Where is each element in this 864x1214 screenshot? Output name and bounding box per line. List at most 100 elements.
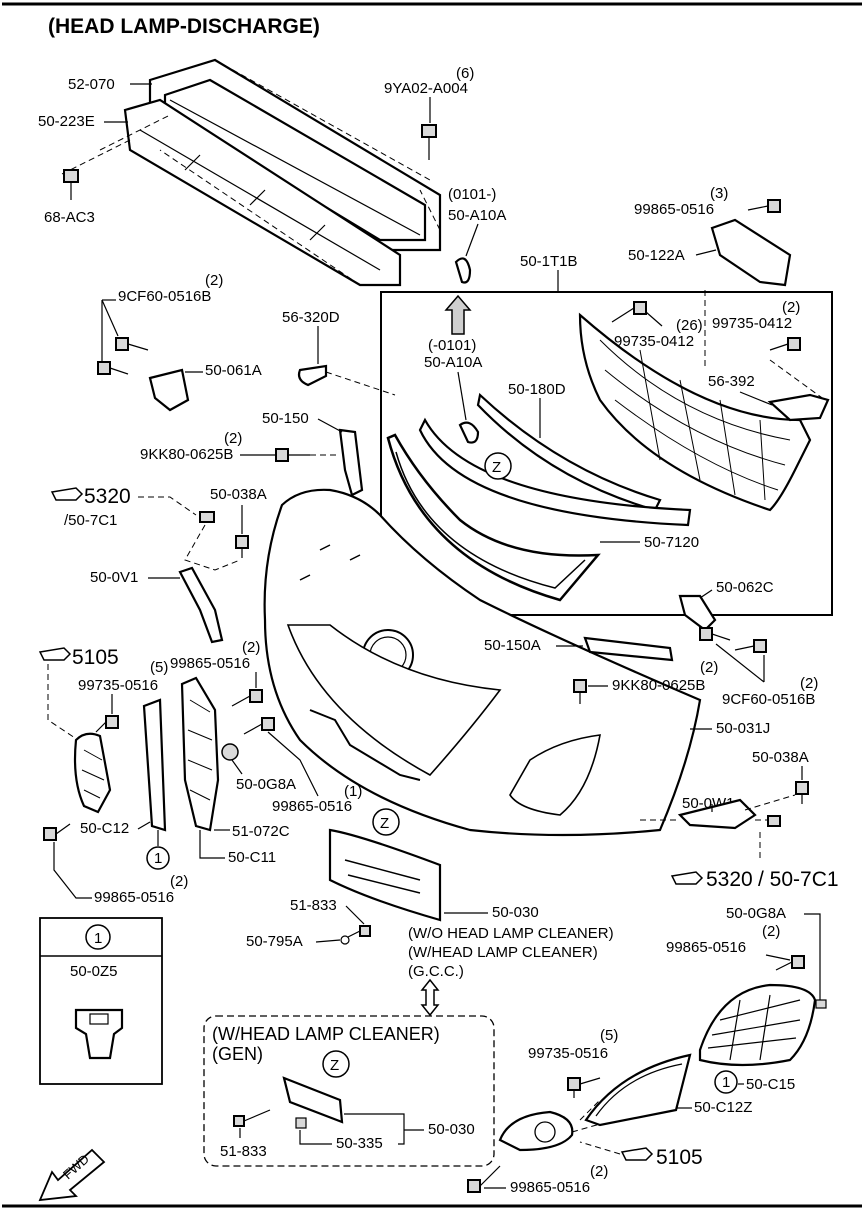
svg-text:1: 1 bbox=[154, 850, 162, 867]
legend-part-50-0z5: 50-0Z5 bbox=[70, 963, 118, 980]
label-9cf60-0516b-left: 9CF60-0516B bbox=[118, 288, 211, 305]
qty-9kk80-right: (2) bbox=[700, 659, 718, 676]
label-99735-0516-br: 99735-0516 bbox=[528, 1045, 608, 1062]
bolt-99865-top-icon bbox=[747, 199, 781, 213]
gen-box-title: (W/HEAD LAMP CLEANER) bbox=[212, 1024, 440, 1044]
molding-strip-left bbox=[142, 698, 167, 832]
svg-text:Z: Z bbox=[330, 1057, 339, 1074]
clip-68-ac3-icon bbox=[63, 169, 79, 200]
label-9cf60-0516b-right: 9CF60-0516B bbox=[722, 691, 815, 708]
label-50-c12: 50-C12 bbox=[80, 820, 129, 837]
screw-99735-br-icon bbox=[567, 1077, 581, 1098]
screw-9cf60-right-icon bbox=[699, 627, 767, 653]
front-bumper-fascia bbox=[263, 488, 702, 837]
bolt-99865-bottom-icon bbox=[467, 1165, 501, 1193]
screw-99735-2-icon bbox=[769, 337, 801, 351]
cap-50-a10a bbox=[454, 257, 472, 284]
bolt-99865-r-icon bbox=[775, 955, 805, 971]
ref-5105-right: 5105 bbox=[656, 1146, 703, 1169]
note-50-a10a-top: (0101-) bbox=[448, 186, 496, 203]
label-99865-0516-bottom: 99865-0516 bbox=[510, 1179, 590, 1196]
ref-50-7c1-right: / 50-7C1 bbox=[758, 868, 839, 891]
plate-bracket-gen bbox=[282, 1076, 344, 1124]
label-99735-0412-26: 99735-0412 bbox=[614, 333, 694, 350]
label-50-0v1: 50-0V1 bbox=[90, 569, 138, 586]
nut-50-795a-icon bbox=[340, 935, 350, 945]
bracket-50-122a bbox=[710, 218, 792, 287]
label-68-ac3: 68-AC3 bbox=[44, 209, 95, 226]
svg-text:Z: Z bbox=[380, 815, 389, 832]
ref-5320-right: 5320 bbox=[706, 868, 753, 891]
svg-text:1: 1 bbox=[722, 1074, 730, 1091]
bolt-99865-1-icon bbox=[243, 717, 275, 735]
svg-text:1: 1 bbox=[94, 930, 102, 947]
label-50-a10a-top: 50-A10A bbox=[448, 207, 506, 224]
label-50-335: 50-335 bbox=[336, 1135, 383, 1152]
double-arrow-icon bbox=[420, 978, 440, 1017]
bezel-frame-50-c12z bbox=[584, 1053, 692, 1127]
energy-absorber bbox=[123, 98, 402, 287]
qty-99865-bl: (2) bbox=[170, 873, 188, 890]
qty-9ya02: (6) bbox=[456, 65, 474, 82]
clip-50-0z5-icon bbox=[74, 1008, 124, 1060]
bracket-50-062c bbox=[678, 594, 717, 632]
qty-99865-top: (3) bbox=[710, 185, 728, 202]
bolt-99865-mid-icon bbox=[231, 689, 263, 707]
label-50-030-bottom: 50-030 bbox=[428, 1121, 475, 1138]
label-50-150: 50-150 bbox=[262, 410, 309, 427]
hand-pointer-5105-left-icon bbox=[38, 647, 72, 661]
label-99865-0516-bl: 99865-0516 bbox=[94, 889, 174, 906]
label-50-150a: 50-150A bbox=[484, 637, 541, 654]
label-50-180d: 50-180D bbox=[508, 381, 566, 398]
label-9kk80-0625b-left: 9KK80-0625B bbox=[140, 446, 233, 463]
label-56-392: 56-392 bbox=[708, 373, 755, 390]
z-marker-gen: Z bbox=[322, 1050, 350, 1078]
label-50-0g8a-left: 50-0G8A bbox=[236, 776, 296, 793]
qty-99735-2: (2) bbox=[782, 299, 800, 316]
label-99735-0412-2: 99735-0412 bbox=[712, 315, 792, 332]
label-51-072c: 51-072C bbox=[232, 823, 290, 840]
label-99735-0516-left: 99735-0516 bbox=[78, 677, 158, 694]
license-plate-bracket bbox=[328, 828, 442, 922]
hand-pointer-right-icon bbox=[670, 871, 704, 885]
label-9ya02-a004: 9YA02-A004 bbox=[384, 80, 468, 97]
label-50-223e: 50-223E bbox=[38, 113, 95, 130]
label-51-833-bottom: 51-833 bbox=[220, 1143, 267, 1160]
qty-99865-1: (1) bbox=[344, 783, 362, 800]
ref-5320-left: 5320 bbox=[84, 485, 131, 508]
screw-51-833-top-icon bbox=[347, 925, 371, 938]
ref-5105-left: 5105 bbox=[72, 646, 119, 669]
label-50-1t1b: 50-1T1B bbox=[520, 253, 578, 270]
label-50-0g8a-right: 50-0G8A bbox=[726, 905, 786, 922]
label-50-a10a-mid: 50-A10A bbox=[424, 354, 482, 371]
label-50-122a: 50-122A bbox=[628, 247, 685, 264]
qty-9cf60-right: (2) bbox=[800, 675, 818, 692]
diagram-title: (HEAD LAMP-DISCHARGE) bbox=[48, 15, 320, 38]
z-marker-plate: Z bbox=[372, 808, 400, 836]
note-wo-cleaner: (W/O HEAD LAMP CLEANER) bbox=[408, 925, 614, 942]
bracket-50-0v1 bbox=[178, 566, 224, 644]
hand-pointer-left-icon bbox=[50, 487, 84, 501]
hand-pointer-5105-right-icon bbox=[620, 1147, 654, 1161]
label-50-7120: 50-7120 bbox=[644, 534, 699, 551]
headlamp-bezel-50-c12 bbox=[73, 732, 112, 814]
label-99865-0516-1: 99865-0516 bbox=[272, 798, 352, 815]
label-50-061a: 50-061A bbox=[205, 362, 262, 379]
label-50-062c: 50-062C bbox=[716, 579, 774, 596]
label-52-070: 52-070 bbox=[68, 76, 115, 93]
grille-group-box bbox=[380, 291, 833, 616]
qty-99865-bottom: (2) bbox=[590, 1163, 608, 1180]
bracket-50-150a bbox=[583, 636, 674, 662]
ref-50-7c1-left: /50-7C1 bbox=[64, 512, 117, 529]
clip-56-320d bbox=[297, 364, 328, 387]
qty-99735-5: (5) bbox=[150, 659, 168, 676]
label-99865-0516-top: 99865-0516 bbox=[634, 201, 714, 218]
bolt-9kk80-left-icon bbox=[275, 448, 310, 462]
molding-50-7120 bbox=[418, 417, 692, 527]
bracket-50-150 bbox=[338, 428, 364, 497]
label-56-320d: 56-320D bbox=[282, 309, 340, 326]
qty-9cf60-left: (2) bbox=[205, 272, 223, 289]
qty-99735-26: (26) bbox=[676, 317, 703, 334]
label-50-030-top: 50-030 bbox=[492, 904, 539, 921]
